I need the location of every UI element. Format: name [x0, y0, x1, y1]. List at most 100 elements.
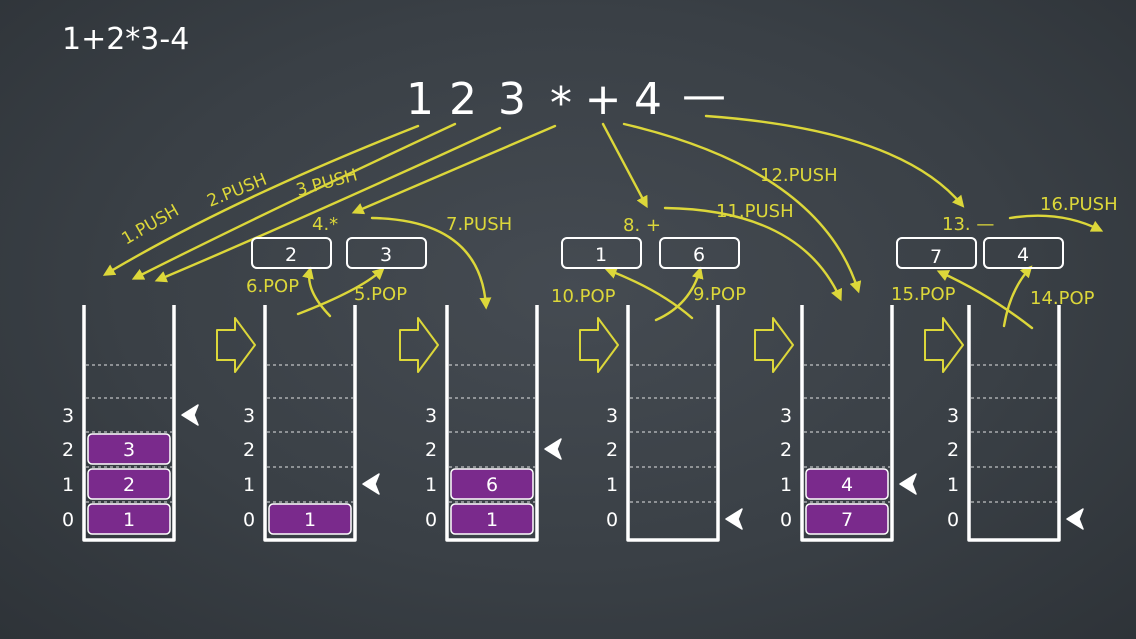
stage-transition-arrows — [216, 317, 964, 373]
step-label-15: 15.POP — [891, 284, 956, 305]
flow-arrows — [102, 114, 1104, 330]
stack-item-value: 1 — [123, 509, 135, 531]
operand-value: 6 — [693, 244, 705, 266]
operand-value: 4 — [1017, 244, 1029, 266]
arrow-step-3 — [154, 126, 502, 283]
top-pointer-icon — [362, 473, 380, 495]
operand-boxes — [251, 237, 1064, 269]
step-label-14: 14.POP — [1030, 288, 1095, 309]
stack-index-label: 1 — [947, 474, 959, 496]
stack-index-label: 2 — [425, 439, 437, 461]
stack-container — [967, 305, 1061, 542]
stack-index-label: 2 — [62, 439, 74, 461]
stack-item-value: 4 — [841, 474, 853, 496]
arrow-step-11 — [663, 206, 842, 302]
stack-index-label: 1 — [606, 474, 618, 496]
postfix-token-minus: — — [682, 70, 726, 121]
arrow-step-14 — [1002, 265, 1033, 328]
operand-value: 1 — [595, 244, 607, 266]
step-label-12: 12.PUSH — [760, 165, 838, 186]
arrow-step-10 — [604, 267, 694, 320]
top-pointer-icon — [544, 438, 562, 460]
transition-arrow-icon — [216, 317, 256, 373]
stack-item-value: 6 — [486, 474, 498, 496]
stack-container — [445, 305, 539, 542]
arrow-step-7 — [370, 216, 492, 310]
stack-index-label: 3 — [780, 405, 792, 427]
stack-index-label: 3 — [606, 405, 618, 427]
operand-value: 3 — [380, 244, 392, 266]
step-label-6: 6.POP — [246, 276, 299, 297]
transition-arrow-icon — [924, 317, 964, 373]
stack-index-label: 0 — [780, 509, 792, 531]
step-label-9: 9.POP — [693, 284, 746, 305]
top-pointer-icon — [725, 508, 743, 530]
step-label-11: 11.PUSH — [716, 201, 794, 222]
operand-value: 7 — [930, 246, 942, 268]
postfix-token-multiply: * — [550, 78, 572, 129]
step-label-10: 10.POP — [551, 286, 616, 307]
stack-index-label: 1 — [62, 474, 74, 496]
arrow-step-5 — [296, 267, 385, 316]
postfix-expression: 1 2 3 * + 4 — — [406, 70, 726, 129]
stack-item — [450, 468, 534, 500]
stack-index-label: 2 — [947, 439, 959, 461]
postfix-token-2: 2 — [449, 74, 477, 125]
top-pointer-icon — [899, 473, 917, 495]
stack-item-value: 3 — [123, 439, 135, 461]
arrow-step-9 — [654, 266, 704, 322]
postfix-token-plus: + — [585, 74, 622, 125]
arrow-step-8 — [601, 122, 648, 209]
operand-box — [251, 237, 332, 269]
stack-index-label: 1 — [425, 474, 437, 496]
stack-item-value: 1 — [486, 509, 498, 531]
stack-index-label: 0 — [947, 509, 959, 531]
step-label-13: 13. — — [942, 214, 994, 235]
stack-item — [268, 503, 352, 535]
step-label-8: 8. + — [623, 215, 661, 236]
operand-box — [983, 237, 1064, 269]
transition-arrow-icon — [754, 317, 794, 373]
stack-item-value: 2 — [123, 474, 135, 496]
stack-item — [805, 503, 889, 535]
stack-index-label: 2 — [780, 439, 792, 461]
step-label-1: 1.PUSH — [119, 201, 183, 250]
arrow-step-16 — [1008, 214, 1104, 232]
stack-index-label: 3 — [425, 405, 437, 427]
stack-item — [87, 503, 171, 535]
transition-arrow-icon — [579, 317, 619, 373]
operand-value: 2 — [285, 244, 297, 266]
stack-item — [87, 468, 171, 500]
stack-index-label: 3 — [62, 405, 74, 427]
arrow-step-12 — [622, 122, 862, 294]
stack-index-label: 3 — [243, 405, 255, 427]
stack-item-value: 7 — [841, 509, 853, 531]
arrow-step-15 — [936, 270, 1034, 330]
arrow-step-4 — [351, 124, 557, 215]
operand-box — [896, 237, 977, 269]
stack-item — [450, 503, 534, 535]
stack-container — [82, 305, 176, 542]
stack-index-label: 0 — [243, 509, 255, 531]
stack-index-label: 0 — [606, 509, 618, 531]
stack-item — [805, 468, 889, 500]
operand-box — [659, 237, 740, 269]
transition-arrow-icon — [399, 317, 439, 373]
arrow-step-13 — [704, 114, 965, 208]
arrow-step-1 — [102, 124, 420, 276]
stack-container — [263, 305, 357, 542]
top-pointer-icon — [181, 404, 199, 426]
postfix-token-1: 1 — [406, 74, 434, 125]
infix-expression: 1+2*3-4 — [62, 22, 189, 57]
top-pointer-icon — [1066, 508, 1084, 530]
postfix-token-3: 3 — [498, 74, 526, 125]
stack-container — [800, 305, 894, 542]
stack-container — [626, 305, 720, 542]
stack-item — [87, 433, 171, 465]
